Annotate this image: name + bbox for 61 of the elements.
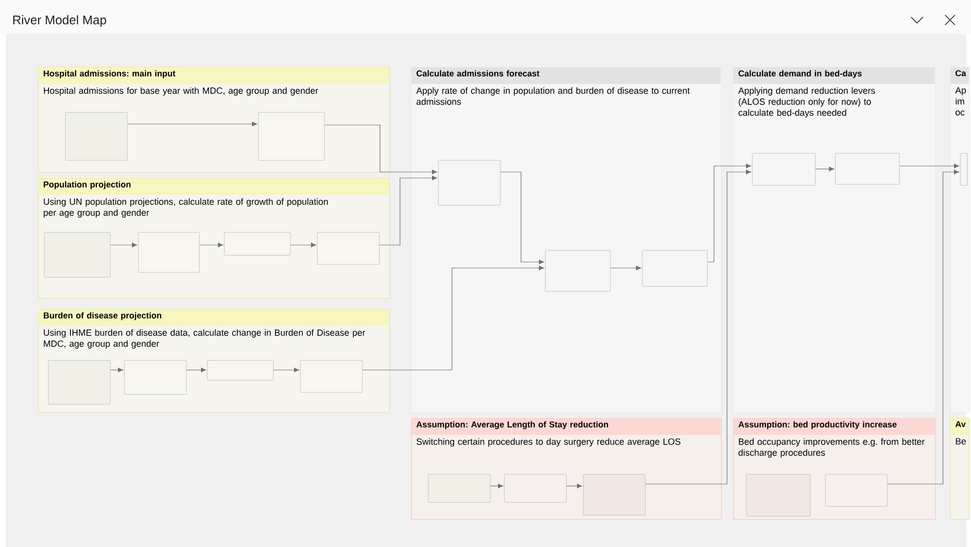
group-panel — [950, 418, 970, 520]
group-panel — [733, 67, 936, 413]
process-box — [545, 250, 611, 292]
connector-arrow — [500, 172, 544, 264]
connector-arrow — [186, 368, 206, 372]
connector-arrow — [362, 266, 544, 370]
panel-description: Switching certain procedures to day surgery reduce average LOS — [416, 438, 680, 447]
panel-description: Bed occupancy improvements e.g. from better discharge procedures — [738, 438, 925, 458]
group-panel — [950, 67, 970, 413]
process-box — [835, 153, 900, 185]
panel-header: Assumption: bed productivity increase — [733, 418, 935, 435]
process-box — [752, 153, 816, 186]
connector-arrow — [110, 368, 124, 372]
window-title: River Model Map — [13, 15, 106, 27]
process-box — [65, 112, 128, 161]
process-box — [44, 232, 111, 278]
process-box — [504, 474, 567, 503]
panel-description: Hospital admissions for base year with MDC, age group and gender — [44, 87, 318, 96]
panel-header: Burden of disease projection — [38, 309, 389, 326]
process-box — [224, 232, 291, 256]
panel-header: Population projection — [38, 178, 389, 195]
process-box — [428, 474, 491, 503]
connector-arrow — [887, 170, 960, 484]
connector-arrow — [110, 242, 138, 248]
panel-description: Apply rate of change in population and burden of disease to current admissions — [416, 87, 690, 105]
process-box — [960, 153, 968, 186]
group-panel — [411, 67, 722, 413]
panel-header: Assumption: Average Length of Stay reduction — [411, 418, 721, 435]
process-box — [583, 474, 646, 516]
connector-arrow — [815, 166, 834, 172]
panel-description: Using UN population projections, calculate rate of growth of population per age group and gender — [44, 198, 328, 218]
process-box — [138, 232, 200, 273]
connector-arrow — [899, 164, 960, 168]
connector-arrow — [324, 124, 438, 174]
panel-description: Using IHME burden of disease data, calculate change in Burden of Disease per MDC, age group and gender — [44, 329, 366, 349]
process-box — [207, 360, 274, 381]
panel-description: Ap im oc — [955, 87, 966, 116]
panel-header: Calculate demand in bed-days — [733, 67, 935, 84]
process-box — [300, 360, 363, 393]
panel-description: Be — [956, 438, 966, 444]
process-box — [48, 360, 111, 405]
process-box — [642, 250, 708, 287]
connector-arrow — [645, 170, 752, 484]
panel-header: Hospital admissions: main input — [38, 67, 389, 84]
process-box — [124, 360, 187, 395]
connector-arrow — [610, 266, 642, 270]
connector-arrow — [290, 242, 316, 248]
panel-header: Calculate admissions forecast — [411, 67, 721, 84]
connector-arrow — [199, 242, 224, 248]
process-box — [317, 232, 380, 265]
process-box — [825, 474, 888, 507]
process-box — [438, 160, 501, 206]
connector-arrow — [379, 176, 438, 246]
connector-arrow — [707, 164, 752, 262]
connector-arrow — [566, 484, 582, 488]
connector-arrow — [273, 368, 300, 372]
process-box — [746, 474, 811, 517]
panel-description: Applying demand reduction levers (ALOS reduction only for now) to calculate bed-days needed — [738, 87, 875, 118]
process-box — [258, 112, 325, 161]
connector-arrow — [127, 122, 258, 126]
connector-arrow — [490, 484, 504, 488]
